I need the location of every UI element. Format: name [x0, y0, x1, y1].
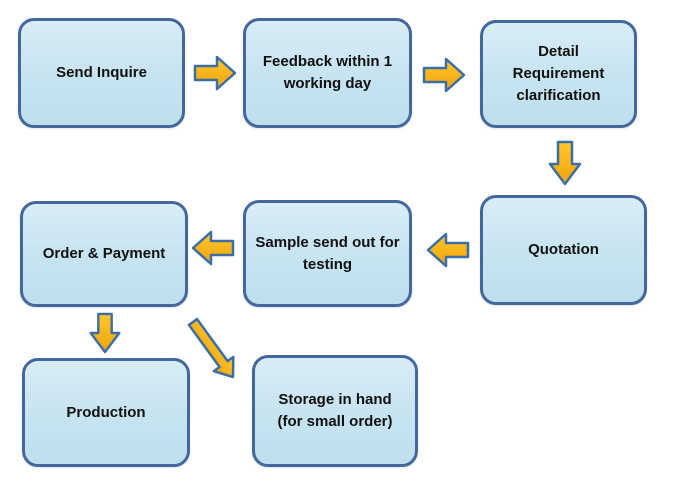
arrow-left-icon: [191, 229, 235, 267]
node-quotation: Quotation: [480, 195, 647, 305]
node-send-inquire: Send Inquire: [18, 18, 185, 128]
arrow-down-icon: [548, 140, 582, 186]
node-sample-send-out: Sample send out for testing: [243, 200, 412, 307]
node-sample-send-out-label: Sample send out for testing: [255, 233, 400, 273]
node-send-inquire-label: Send Inquire: [56, 64, 147, 82]
node-quotation-label: Quotation: [528, 241, 599, 259]
arrow-down-right-icon: [185, 303, 249, 387]
node-storage-in-hand-label: Storage in hand (for small order): [277, 391, 393, 430]
node-detail-requirement-label: Detail Requirement clarification: [512, 43, 605, 104]
node-storage-in-hand: Storage in hand (for small order): [252, 355, 418, 467]
arrow-right-icon: [422, 56, 466, 94]
node-feedback-label: Feedback within 1 working day: [262, 53, 393, 92]
node-production-label: Production: [66, 403, 146, 421]
arrow-down-icon: [88, 312, 122, 354]
node-production: Production: [22, 358, 190, 467]
node-order-payment-label: Order & Payment: [42, 245, 166, 263]
node-order-payment: Order & Payment: [20, 201, 188, 307]
node-feedback: Feedback within 1 working day: [243, 18, 412, 128]
arrow-left-icon: [426, 231, 470, 269]
node-detail-requirement: Detail Requirement clarification: [480, 20, 637, 128]
arrow-right-icon: [193, 54, 237, 92]
